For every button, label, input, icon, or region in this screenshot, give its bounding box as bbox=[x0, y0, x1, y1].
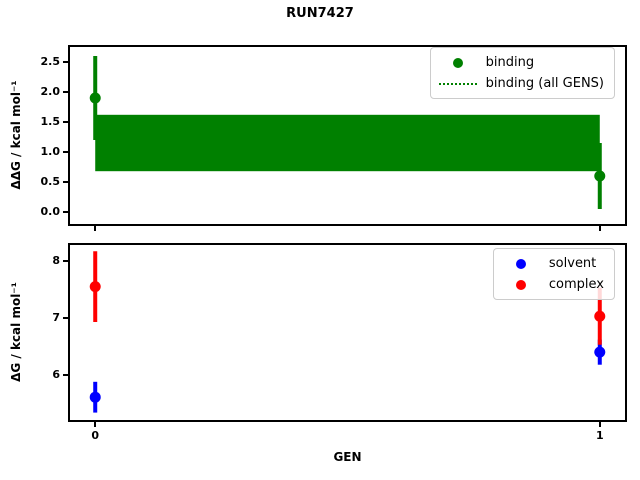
marker-binding bbox=[89, 92, 101, 104]
top-legend: binding binding (all GENS) bbox=[429, 47, 615, 99]
top-y-tick-label: 1.0 bbox=[40, 145, 61, 158]
legend-item-complex: complex bbox=[502, 275, 604, 294]
legend-item-binding: binding bbox=[439, 53, 604, 72]
top-y-tick bbox=[63, 211, 68, 213]
bottom-y-tick bbox=[63, 373, 68, 376]
top-plot-canvas bbox=[89, 56, 606, 209]
bottom-plot-canvas bbox=[89, 251, 606, 413]
x-tick-label: 1 bbox=[595, 429, 604, 442]
marker-solvent bbox=[89, 391, 101, 403]
marker-complex bbox=[89, 281, 101, 293]
bottom-y-tick bbox=[63, 259, 68, 262]
top-y-tick bbox=[63, 121, 68, 123]
legend-item-solvent: solvent bbox=[502, 254, 604, 273]
band-binding-all-GENS- bbox=[95, 114, 600, 172]
top-x-tick bbox=[598, 226, 601, 231]
top-y-tick-label: 1.5 bbox=[40, 115, 61, 128]
bottom-y-tick-label: 6 bbox=[52, 367, 60, 381]
bottom-y-tick-label: 7 bbox=[52, 310, 60, 324]
bottom-y-axis-label: ΔG / kcal mol⁻¹ bbox=[9, 282, 23, 382]
top-x-tick bbox=[94, 226, 97, 231]
x-tick-label: 0 bbox=[91, 429, 100, 442]
bottom-legend: solvent complex bbox=[492, 248, 615, 300]
top-y-tick-label: 0.0 bbox=[40, 205, 61, 218]
bottom-y-tick bbox=[63, 316, 68, 319]
legend-label: complex bbox=[548, 277, 604, 292]
legend-dotted-line-icon bbox=[438, 82, 477, 85]
top-y-tick bbox=[63, 151, 68, 153]
marker-solvent bbox=[594, 346, 606, 358]
legend-label: binding bbox=[485, 55, 535, 70]
bottom-x-tick bbox=[598, 422, 601, 427]
legend-marker bbox=[515, 279, 526, 290]
legend-line bbox=[438, 82, 477, 85]
legend-label: binding (all GENS) bbox=[485, 76, 604, 91]
bottom-x-tick bbox=[94, 422, 97, 427]
legend-dot-icon bbox=[502, 258, 540, 269]
legend-item-binding-all-GENS-: binding (all GENS) bbox=[438, 74, 604, 93]
legend-dot-icon bbox=[439, 57, 477, 68]
marker-complex bbox=[594, 310, 606, 322]
marker-binding bbox=[594, 170, 606, 182]
legend-dot-icon bbox=[502, 279, 540, 290]
top-y-tick bbox=[63, 61, 68, 63]
x-axis-label: GEN bbox=[333, 450, 362, 464]
top-y-tick bbox=[63, 91, 68, 93]
top-y-tick-label: 2.0 bbox=[40, 85, 61, 98]
figure-title: RUN7427 bbox=[286, 6, 354, 21]
legend-marker bbox=[515, 258, 526, 269]
legend-marker bbox=[452, 57, 463, 68]
legend-label: solvent bbox=[548, 256, 597, 271]
bottom-y-tick-label: 8 bbox=[52, 253, 60, 267]
top-y-tick-label: 2.5 bbox=[40, 55, 61, 68]
top-y-tick bbox=[63, 181, 68, 183]
top-y-tick-label: 0.5 bbox=[40, 175, 61, 188]
